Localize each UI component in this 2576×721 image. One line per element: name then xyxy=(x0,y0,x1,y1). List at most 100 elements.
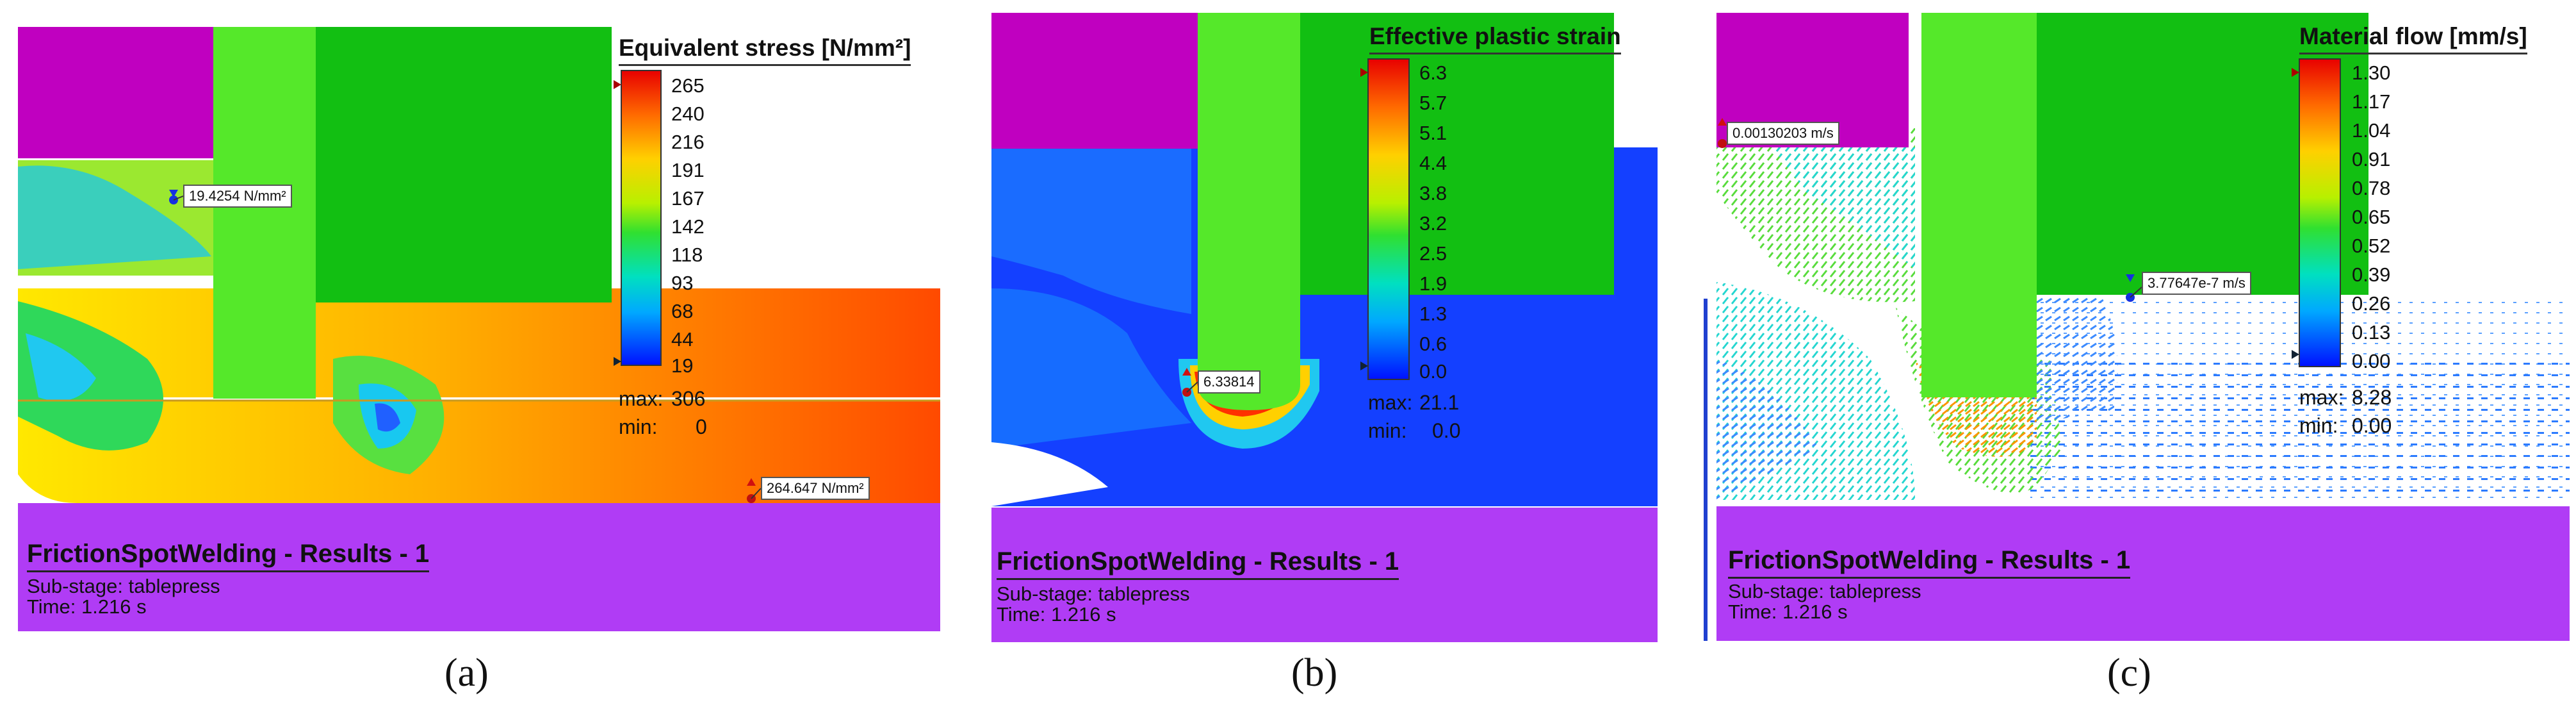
colorbar-tick: 265 xyxy=(671,74,705,97)
upper-flow-cyan xyxy=(1768,141,1915,269)
substage-text: Sub-stage: tablepress xyxy=(1728,580,1921,602)
colorbar-tick: 68 xyxy=(671,300,694,322)
backing-plate xyxy=(991,508,1658,642)
colorbar-tick: 3.8 xyxy=(1419,182,1447,204)
max-value: 306 xyxy=(671,387,706,410)
lower-sheet-bottom xyxy=(18,401,940,503)
time-text: Time: 1.216 s xyxy=(27,595,147,618)
probe-label: 0.00130203 m/s xyxy=(1727,122,1839,145)
min-value: 0.0 xyxy=(1432,419,1461,442)
clamp-ring xyxy=(991,13,1198,149)
colorbar-tick: 1.04 xyxy=(2352,119,2391,142)
probe-label: 3.77647e-7 m/s xyxy=(2142,272,2251,295)
colorbar-tick: 0.91 xyxy=(2352,148,2391,170)
colorbar-title: Equivalent stress [N/mm²] xyxy=(619,35,911,66)
min-label: min: xyxy=(2299,414,2338,437)
substage-text: Sub-stage: tablepress xyxy=(27,575,220,597)
colorbar-tick: 0.39 xyxy=(2352,263,2391,286)
pin xyxy=(1198,13,1300,410)
colorbar-tick: 216 xyxy=(671,131,705,153)
left-edge-bar xyxy=(1704,299,1708,641)
colorbar-tick: 1.30 xyxy=(2352,62,2391,84)
min-value: 0 xyxy=(696,415,707,438)
panel-c-material-flow: Material flow [mm/s] 1.30 1.17 1.04 0.91… xyxy=(1704,0,2576,721)
probe-marker-2 xyxy=(2126,274,2142,302)
backing-plate xyxy=(18,503,940,631)
result-title: FrictionSpotWelding - Results - 1 xyxy=(997,547,1399,580)
near-shoulder-blue xyxy=(2037,295,2118,423)
colorbar-tick: 167 xyxy=(671,187,705,210)
colorbar-tick: 0.52 xyxy=(2352,235,2391,257)
lower-flow-blue xyxy=(1716,359,1819,500)
colorbar-tick: 2.5 xyxy=(1419,242,1447,265)
time-text: Time: 1.216 s xyxy=(997,603,1116,626)
colorbar-tick: 6.3 xyxy=(1419,62,1447,84)
colorbar-tick: 0.65 xyxy=(2352,206,2391,228)
upper-sheet-flow xyxy=(991,147,1191,314)
colorbar-tick: 0.00 xyxy=(2352,350,2391,372)
colorbar-tick: 0.13 xyxy=(2352,321,2391,344)
colorbar-top-marker xyxy=(614,80,621,89)
lower-white-gap xyxy=(991,442,1108,506)
panel-a-equivalent-stress: Equivalent stress [N/mm²] 265 240 216 19… xyxy=(0,0,961,721)
upper-sheet-blue-zone xyxy=(18,165,211,269)
min-label: min: xyxy=(1368,419,1407,442)
colorbar-tick: 240 xyxy=(671,103,705,125)
colorbar-tick: 44 xyxy=(671,328,694,351)
pin xyxy=(1921,13,2037,397)
colorbar-tick: 0.78 xyxy=(2352,177,2391,199)
stirred-zone-cyan xyxy=(26,333,96,401)
simulation-view-a: Equivalent stress [N/mm²] 265 240 216 19… xyxy=(0,0,961,641)
time-text: Time: 1.216 s xyxy=(1728,601,1848,623)
probe-label: 264.647 N/mm² xyxy=(761,477,870,500)
colorbar-title: Effective plastic strain xyxy=(1369,23,1621,54)
probe-marker-1 xyxy=(1718,118,1727,148)
colorbar-tick: 5.7 xyxy=(1419,92,1447,114)
min-value: 0.00 xyxy=(2352,414,2392,437)
colorbar-tick: 93 xyxy=(671,272,694,294)
colorbar-tick: 0.26 xyxy=(2352,292,2391,315)
colorbar xyxy=(1367,58,1410,380)
shoulder xyxy=(316,27,612,302)
strain-field-plot xyxy=(991,13,1658,506)
lower-sheet-flow xyxy=(991,288,1191,449)
probe-marker-2 xyxy=(747,478,762,503)
weld-zone-blue xyxy=(375,403,400,432)
max-label: max: xyxy=(619,387,664,410)
mid-field-vectors xyxy=(2030,359,2570,500)
max-value: 21.1 xyxy=(1419,391,1460,414)
colorbar-tick: 1.9 xyxy=(1419,272,1447,295)
colorbar-tick: 3.2 xyxy=(1419,212,1447,235)
colorbar-tick: 4.4 xyxy=(1419,152,1447,174)
probe-marker-1 xyxy=(1182,368,1198,397)
colorbar-tick: 5.1 xyxy=(1419,122,1447,144)
colorbar-bottom-marker xyxy=(1360,361,1368,370)
colorbar-tick: 1.17 xyxy=(2352,90,2391,113)
max-label: max: xyxy=(2299,386,2344,409)
pin xyxy=(213,27,316,399)
colorbar-tick: 0.0 xyxy=(1419,360,1447,383)
colorbar-tick: 1.3 xyxy=(1419,302,1447,325)
colorbar-bottom-marker xyxy=(614,357,621,366)
colorbar-bottom-marker xyxy=(2292,350,2299,359)
min-label: min: xyxy=(619,415,658,438)
backing-plate xyxy=(1716,506,2570,641)
colorbar xyxy=(621,70,662,366)
colorbar-tick: 142 xyxy=(671,215,705,238)
colorbar-top-marker xyxy=(1360,68,1368,77)
panel-b-effective-plastic-strain: Effective plastic strain 6.3 5.7 5.1 4.4… xyxy=(986,0,1665,721)
clamp-ring xyxy=(18,27,213,158)
colorbar-tick: 118 xyxy=(671,244,703,266)
panel-caption: (b) xyxy=(1291,651,1338,695)
simulation-view-c: Material flow [mm/s] 1.30 1.17 1.04 0.91… xyxy=(1704,0,2576,641)
result-title: FrictionSpotWelding - Results - 1 xyxy=(27,540,430,572)
panel-caption: (a) xyxy=(444,651,489,695)
lower-sheet-top xyxy=(18,288,940,397)
colorbar xyxy=(2299,58,2341,367)
stress-field-plot xyxy=(18,27,940,503)
colorbar-tick: 191 xyxy=(671,159,705,181)
shoulder xyxy=(1300,13,1614,295)
colorbar-title: Material flow [mm/s] xyxy=(2299,23,2527,54)
colorbar-top-marker xyxy=(2292,68,2299,77)
result-title: FrictionSpotWelding - Results - 1 xyxy=(1728,546,2131,579)
